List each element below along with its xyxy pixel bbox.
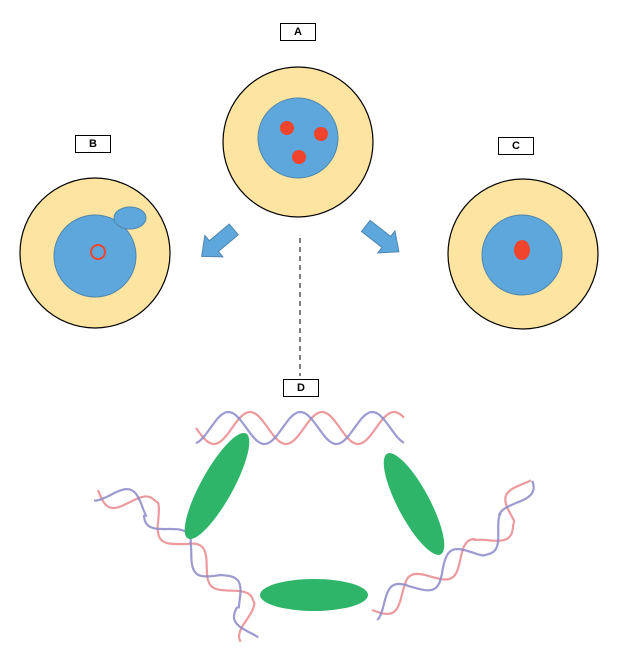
label-d: D: [283, 379, 319, 397]
cell-a-spot-2: [314, 127, 328, 141]
cell-a-spot-3: [292, 150, 306, 164]
label-b: B: [75, 135, 111, 153]
cell-a: [222, 66, 374, 218]
dna-left-strand-red: [96, 489, 256, 643]
cell-b: [19, 177, 171, 329]
dna-right-strand-blue: [376, 480, 535, 621]
dna-left-strand-blue: [93, 487, 259, 639]
label-a: A: [280, 23, 316, 41]
arrow-down-right-icon: [360, 219, 400, 254]
cell-b-ring: [90, 244, 106, 260]
cell-c-spot: [514, 240, 530, 260]
protein-right: [383, 453, 445, 555]
cell-b-bleb: [113, 206, 147, 230]
arrow-down-left-icon: [201, 223, 239, 258]
dna-top-strand-red: [195, 410, 405, 446]
dna-right: [371, 479, 535, 621]
dna-left: [93, 487, 259, 643]
dna-right-strand-red: [371, 479, 532, 616]
cell-c: [447, 178, 599, 330]
dna-top: [195, 410, 405, 446]
cell-a-spot-1: [280, 121, 294, 135]
protein-left: [184, 432, 250, 540]
cell-a-nucleus: [257, 97, 339, 179]
cell-b-nucleus: [53, 214, 137, 298]
label-c: C: [498, 137, 534, 155]
dna-top-strand-blue: [195, 410, 405, 446]
protein-bottom: [260, 579, 368, 611]
